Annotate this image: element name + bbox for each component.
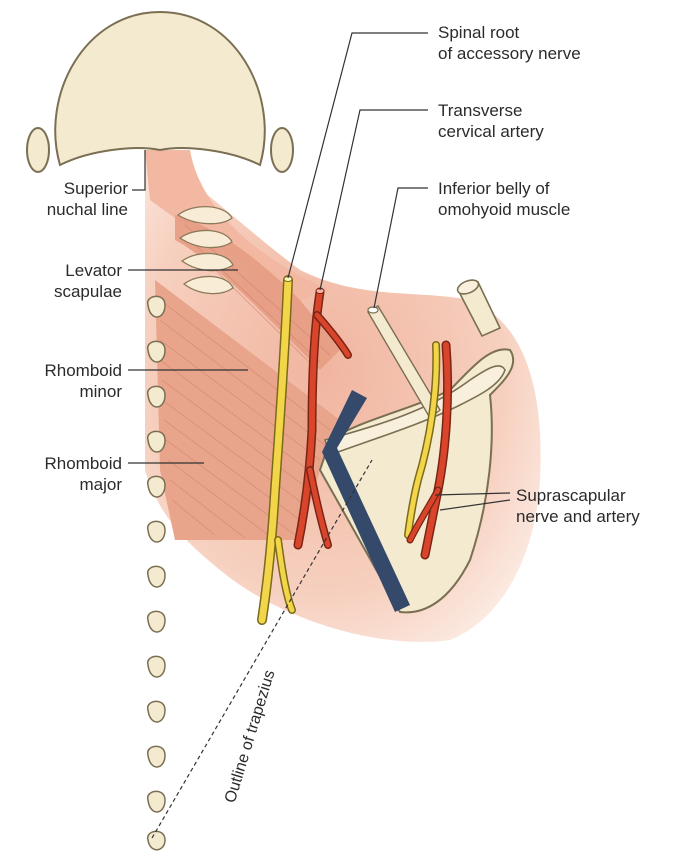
label-suprascapular-line2: nerve and artery	[516, 506, 640, 527]
label-suprascapular: Suprascapular nerve and artery	[516, 485, 640, 527]
skull	[55, 12, 265, 165]
label-transverse-cervical: Transverse cervical artery	[438, 100, 544, 142]
left-mastoid	[27, 128, 49, 172]
label-rhomboid-minor-line2: minor	[4, 381, 122, 402]
label-omohyoid-line2: omohyoid muscle	[438, 199, 570, 220]
right-mastoid	[271, 128, 293, 172]
label-rhomboid-major: Rhomboid major	[4, 453, 122, 495]
label-levator-line2: scapulae	[4, 281, 122, 302]
label-levator-scapulae: Levator scapulae	[4, 260, 122, 302]
label-suprascapular-line1: Suprascapular	[516, 485, 640, 506]
label-rhomboid-minor: Rhomboid minor	[4, 360, 122, 402]
label-transverse-line1: Transverse	[438, 100, 544, 121]
leader-superior-nuchal	[132, 150, 145, 190]
label-transverse-line2: cervical artery	[438, 121, 544, 142]
leader-omohyoid	[374, 188, 428, 308]
label-superior-nuchal: Superior nuchal line	[4, 178, 128, 220]
label-rhomboid-minor-line1: Rhomboid	[4, 360, 122, 381]
label-superior-nuchal-line2: nuchal line	[4, 199, 128, 220]
label-omohyoid-line1: Inferior belly of	[438, 178, 570, 199]
label-rhomboid-major-line2: major	[4, 474, 122, 495]
leader-transverse	[320, 110, 428, 290]
label-superior-nuchal-line1: Superior	[4, 178, 128, 199]
label-levator-line1: Levator	[4, 260, 122, 281]
label-omohyoid: Inferior belly of omohyoid muscle	[438, 178, 570, 220]
label-rhomboid-major-line1: Rhomboid	[4, 453, 122, 474]
label-spinal-root-line2: of accessory nerve	[438, 43, 581, 64]
label-spinal-root: Spinal root of accessory nerve	[438, 22, 581, 64]
leader-spinal-root	[288, 33, 428, 278]
label-spinal-root-line1: Spinal root	[438, 22, 581, 43]
